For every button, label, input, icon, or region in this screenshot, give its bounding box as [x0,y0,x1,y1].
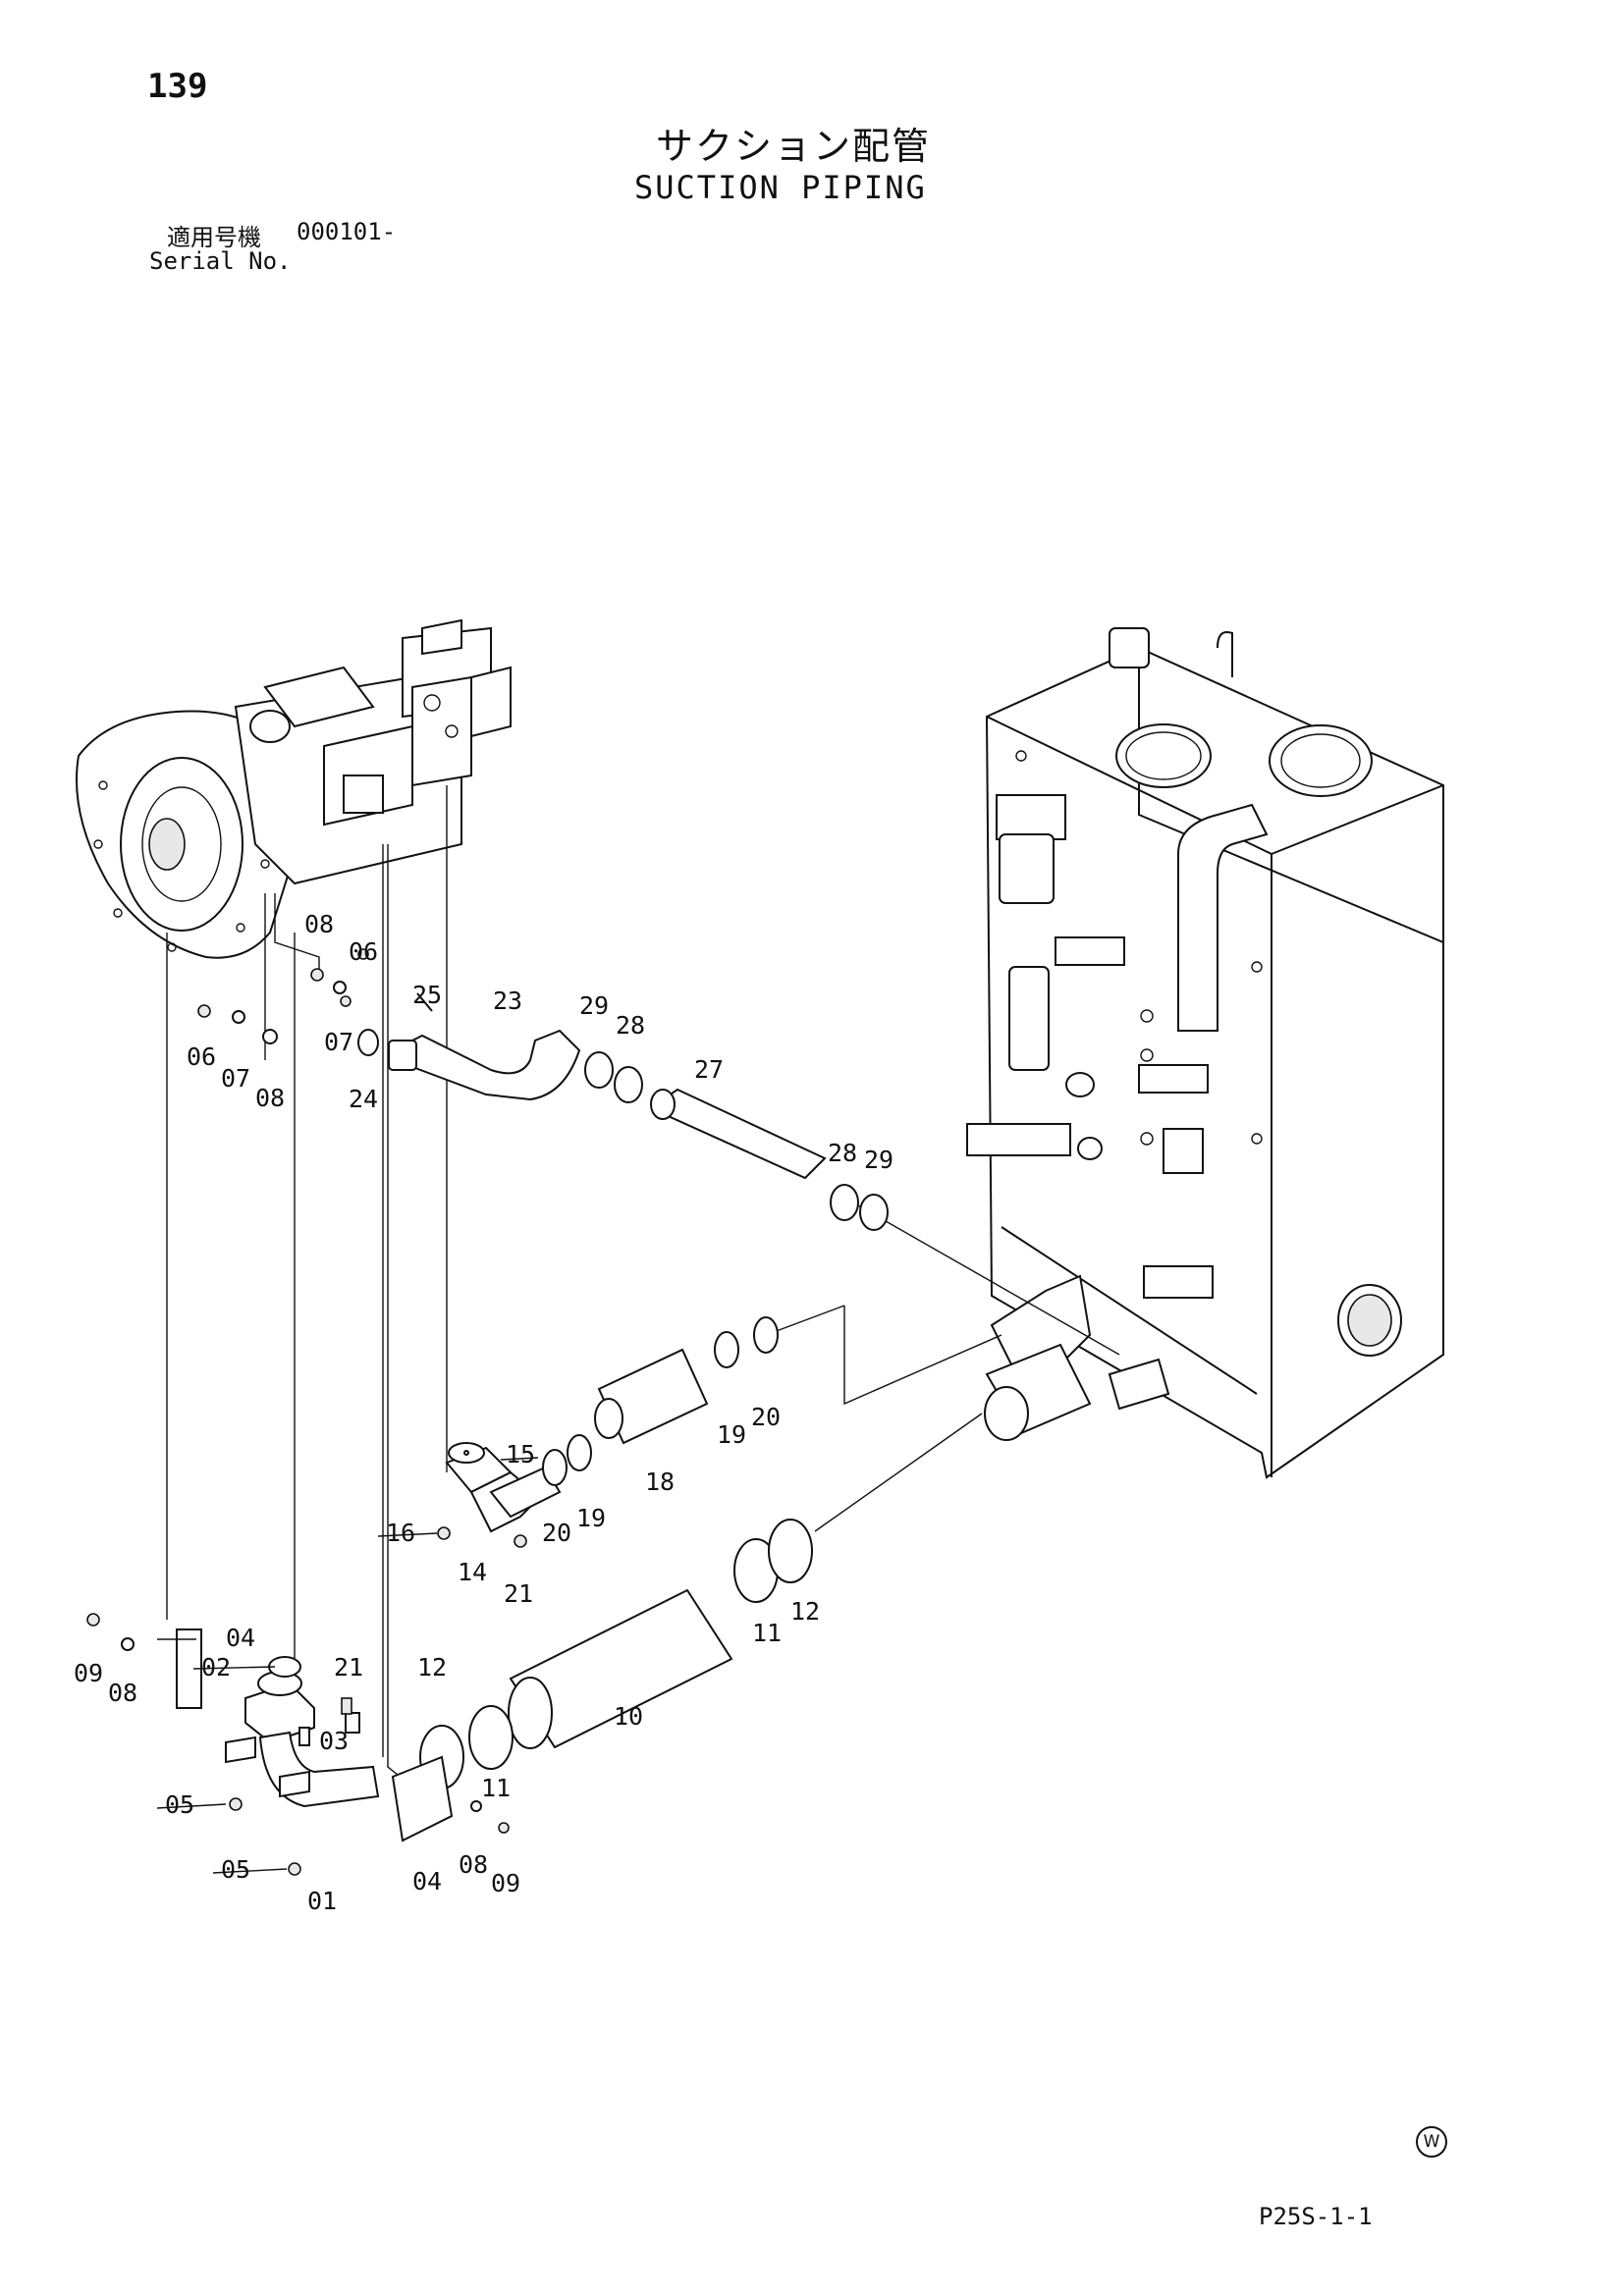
upper-suction-hose [388,992,889,1231]
serial-label-english: Serial No. [149,247,292,275]
part-label: 04 [226,1624,255,1652]
part-label: 02 [201,1653,231,1682]
part-label: 15 [506,1440,535,1468]
part-label: 23 [493,987,522,1015]
part-label: 20 [542,1519,571,1547]
part-label: 14 [458,1558,487,1586]
part-label: 11 [481,1774,511,1802]
hardware [86,948,527,1876]
hydraulic-tank [966,627,1444,1479]
title-english: SUCTION PIPING [634,169,927,206]
part-label: 08 [255,1084,285,1112]
part-label: 19 [576,1504,606,1532]
part-label: 09 [74,1659,103,1687]
part-label: 11 [752,1619,782,1647]
part-label: 06 [187,1042,216,1071]
part-label: 05 [221,1855,250,1884]
part-labels: 08 06 25 23 29 28 27 07 24 06 07 08 28 2… [74,910,893,1915]
part-label: 21 [334,1653,363,1682]
middle-suction-line [445,1316,779,1533]
part-label: 08 [304,910,334,938]
part-label: 01 [307,1887,337,1915]
part-label: 16 [386,1519,415,1547]
page-number: 139 [147,67,208,106]
part-label: 27 [694,1055,724,1084]
part-label: 05 [165,1790,194,1819]
part-label: 03 [319,1727,349,1755]
part-label: 06 [349,937,378,966]
part-label: 20 [751,1403,781,1431]
part-label: 18 [645,1468,675,1496]
part-label: 10 [614,1702,643,1731]
part-label: 08 [108,1679,137,1707]
pump-assembly [76,618,512,959]
part-label: 09 [491,1869,520,1897]
serial-label-japanese: 適用号機 [167,224,261,251]
part-label: 29 [579,991,609,1020]
label-leaders [156,1457,539,1874]
part-label: 08 [459,1850,488,1879]
part-label: 21 [504,1579,533,1608]
part-label: 19 [717,1420,746,1449]
part-label: 07 [324,1028,353,1056]
part-label: 28 [616,1011,645,1040]
part-label: 07 [221,1064,250,1093]
serial-value: 000101- [297,218,397,245]
lower-suction-hose [419,1519,813,1789]
title-japanese: サクション配管 [656,125,932,168]
part-label: 28 [828,1139,857,1167]
page-code: P25S-1-1 [1259,2203,1373,2230]
part-label: 12 [417,1653,447,1682]
part-label: 12 [790,1597,820,1626]
part-label: 04 [412,1867,442,1896]
w-mark-icon: W [1416,2126,1447,2158]
part-label: 25 [412,981,442,1009]
part-label: 24 [349,1085,378,1113]
suction-elbow [176,1629,454,1842]
part-label: 29 [864,1146,893,1174]
